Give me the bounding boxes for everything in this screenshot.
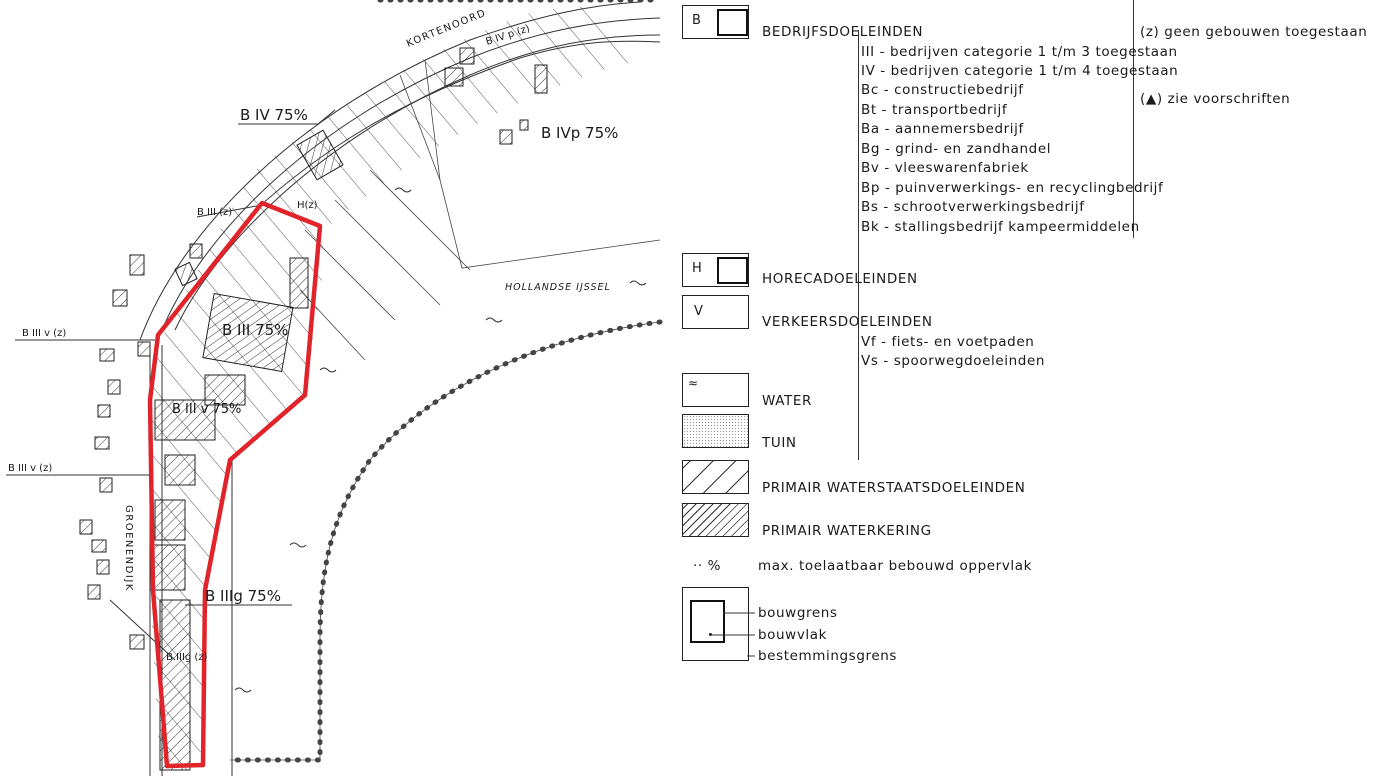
legend-percentage-text: max. toelaatbaar bebouwd oppervlak — [758, 558, 1033, 574]
legend-verkeer-item: Vs - spoorwegdoeleinden — [861, 353, 1046, 369]
legend-bedrijf-item: Bt - transportbedrijf — [861, 102, 1008, 118]
legend-bedrijf-item: III - bedrijven categorie 1 t/m 3 toeges… — [861, 44, 1178, 60]
legend-swatch-horeca: H — [682, 253, 749, 287]
map-legend: B BEDRIJFSDOELEINDEN III - bedrijven cat… — [665, 0, 1373, 776]
legend-swatch-grenzen — [682, 587, 749, 661]
legend-waterstaat-title: PRIMAIR WATERSTAATSDOELEINDEN — [762, 480, 1026, 496]
legend-bedrijf-item: Bp - puinverwerkings- en recyclingbedrij… — [861, 180, 1164, 196]
legend-water-title: WATER — [762, 393, 812, 409]
legend-swatch-waterstaat — [682, 460, 749, 494]
label-bivp-75: B IVp 75% — [541, 124, 618, 142]
bouwvlak-dot — [709, 633, 712, 636]
label-biiiv-z-lower: B III v (z) — [8, 463, 52, 474]
label-h-z: H(z) — [297, 200, 318, 211]
legend-swatch-bedrijf: B — [682, 5, 749, 39]
legend-note-triangle: (▲) zie voorschriften — [1140, 91, 1291, 107]
legend-bedrijf-item: Bc - constructiebedrijf — [861, 82, 1024, 98]
legend-bouwgrens: bouwgrens — [758, 605, 838, 621]
label-biiiv-z-upper: B III v (z) — [22, 328, 66, 339]
label-biiiv-75: B III v 75% — [172, 402, 241, 417]
label-biii-75: B III 75% — [222, 321, 288, 339]
label-groenendijk: GROENENDIJK — [123, 505, 134, 592]
water-symbols — [234, 187, 647, 693]
legend-verkeer-item: Vf - fiets- en voetpaden — [861, 334, 1035, 350]
legend-bedrijf-item: IV - bedrijven categorie 1 t/m 4 toegest… — [861, 63, 1179, 79]
legend-note-z: (z) geen gebouwen toegestaan — [1140, 24, 1368, 40]
legend-swatch-water: ≈ — [682, 373, 749, 407]
bouwvlak-square — [690, 600, 725, 643]
legend-bedrijf-title: BEDRIJFSDOELEINDEN — [762, 24, 924, 40]
legend-divider-main — [858, 30, 859, 460]
building-blocks — [79, 47, 548, 771]
legend-percentage-symbol: ·· % — [693, 558, 722, 574]
plan-boundary — [147, 200, 323, 769]
horeca-inner-square — [717, 257, 748, 284]
legend-bestemmingsgrens: bestemmingsgrens — [758, 648, 898, 664]
legend-horeca-title: HORECADOELEINDEN — [762, 271, 918, 287]
legend-swatch-tuin — [682, 414, 749, 448]
label-biiig-75: B IIIg 75% — [205, 587, 281, 605]
legend-tuin-title: TUIN — [762, 435, 797, 451]
legend-bedrijf-item: Bs - schrootverwerkingsbedrijf — [861, 199, 1085, 215]
legend-bouwvlak: bouwvlak — [758, 627, 828, 643]
label-biii-z: B III (z) — [197, 207, 232, 218]
legend-swatch-verkeer: V — [682, 295, 749, 329]
waterstaat-band — [150, 5, 640, 770]
legend-waterkering-title: PRIMAIR WATERKERING — [762, 523, 932, 539]
water-icon: ≈ — [688, 376, 699, 390]
legend-bedrijf-item: Bk - stallingsbedrijf kampeermiddelen — [861, 219, 1140, 235]
legend-bedrijf-item: Bv - vleeswarenfabriek — [861, 160, 1029, 176]
legend-swatch-waterkering — [682, 503, 749, 537]
bedrijf-inner-square — [717, 9, 748, 36]
legend-bedrijf-item: Ba - aannemersbedrijf — [861, 121, 1024, 137]
legend-verkeer-title: VERKEERSDOELEINDEN — [762, 314, 933, 330]
legend-bedrijf-item: Bg - grind- en zandhandel — [861, 141, 1052, 157]
label-river: HOLLANDSE IJSSEL — [505, 282, 611, 293]
dotted-river-boundary — [227, 0, 663, 763]
zoning-map: KORTENOORD GROENENDIJK HOLLANDSE IJSSEL … — [6, 0, 663, 776]
label-biv-75: B IV 75% — [240, 106, 308, 124]
legend-divider-notes — [1133, 0, 1134, 238]
label-biiig-z: B IIIg (z) — [166, 652, 208, 663]
